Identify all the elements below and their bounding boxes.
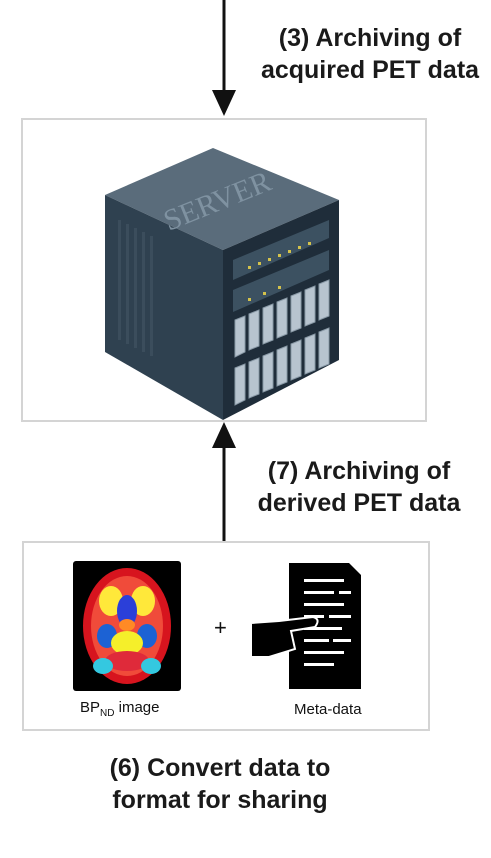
step7-label: (7) Archiving of derived PET data <box>244 455 474 519</box>
plus-sign: + <box>214 615 227 640</box>
server-box: SERVER <box>21 118 427 422</box>
pet-brain-scan-icon <box>73 561 181 691</box>
step7-line1: (7) Archiving of <box>267 457 451 485</box>
hand-document-icon <box>250 563 361 689</box>
share-box: BPND image + Meta-data <box>22 541 430 731</box>
bp-subscript: ND <box>100 708 115 719</box>
bp-label: BPND image <box>80 699 160 719</box>
meta-data-label: Meta-data <box>294 701 362 718</box>
step3-label: (3) Archiving of acquired PET data <box>250 22 490 86</box>
step7-line2: derived PET data <box>257 489 461 517</box>
step3-line2: acquired PET data <box>260 56 480 84</box>
step6-line1: (6) Convert data to <box>109 754 331 782</box>
server-rack-icon: SERVER <box>105 148 339 420</box>
step6-label: (6) Convert data to format for sharing <box>90 752 350 816</box>
arrow-down-to-server <box>212 0 236 116</box>
step3-line1: (3) Archiving of <box>278 24 462 52</box>
bp-suffix: image <box>114 699 160 716</box>
bp-main: BP <box>80 699 101 716</box>
step6-line2: format for sharing <box>112 786 328 814</box>
arrow-up-to-server <box>212 422 236 542</box>
